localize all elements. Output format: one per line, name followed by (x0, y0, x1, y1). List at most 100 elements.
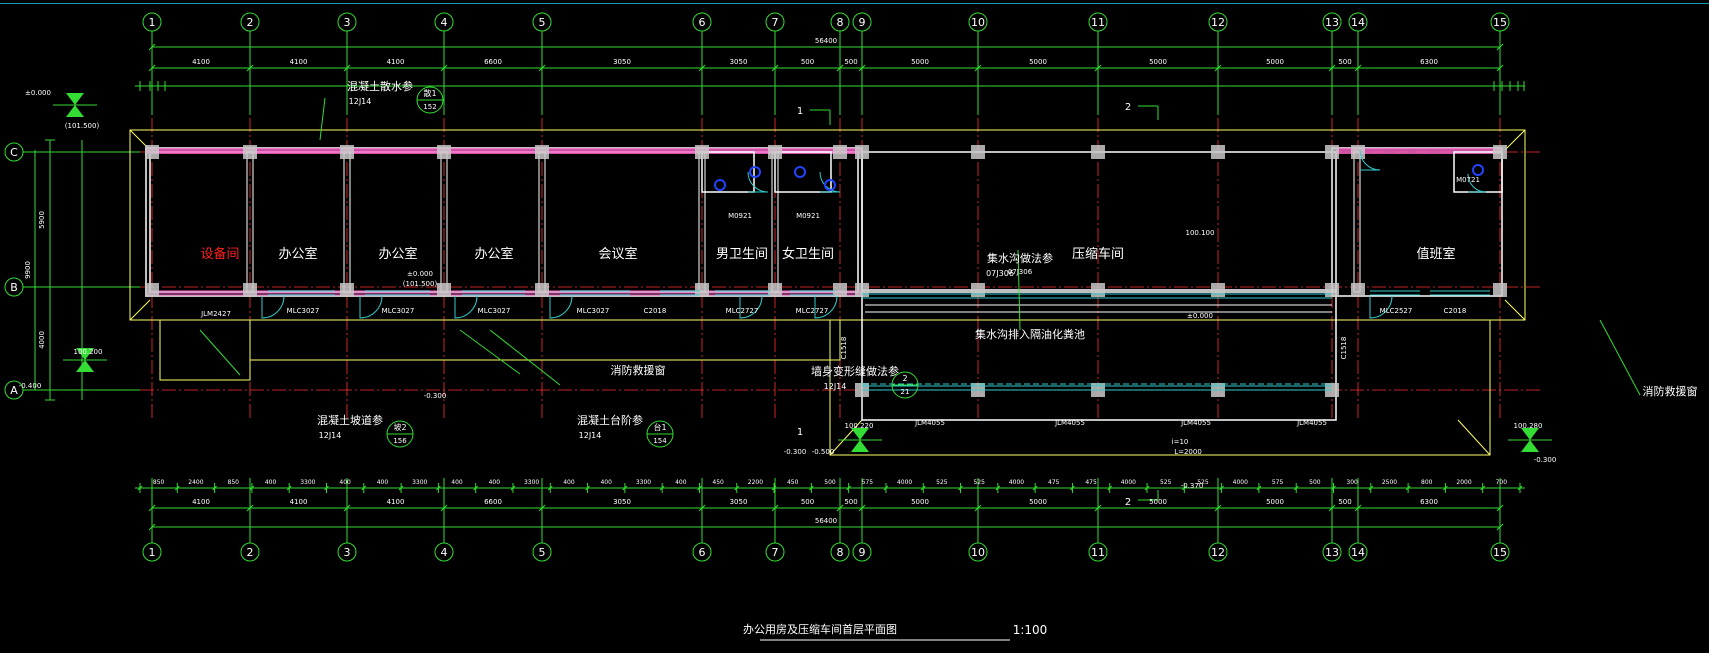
level-text: (101.500) (403, 280, 438, 288)
dim-slash (547, 485, 553, 491)
axis-label-15: 15 (1493, 546, 1507, 559)
structural-column (145, 145, 159, 159)
dim-slash (1219, 485, 1224, 491)
dim-slash (1517, 485, 1523, 491)
section-marker: 2 (1125, 497, 1131, 508)
dim-text: 3300 (524, 479, 539, 486)
dim-slash (1107, 485, 1113, 491)
dim-text: 575 (1272, 479, 1284, 486)
leader-line (489, 329, 561, 386)
room-label: 会议室 (598, 246, 637, 262)
dim-text: 5000 (1266, 58, 1284, 66)
opening-label: M0921 (796, 212, 820, 220)
level-text: -0.300 (424, 392, 447, 400)
detail-index: 坡2 (393, 422, 406, 432)
level-text: i=10 (1172, 438, 1189, 446)
opening-label: JLM4055 (1180, 419, 1211, 427)
leader-line (199, 329, 241, 376)
dim-slash (697, 485, 702, 491)
axis-label-1: 1 (149, 16, 156, 29)
level-text: L=2000 (1174, 448, 1202, 456)
axis-label-13: 13 (1325, 16, 1339, 29)
opening-label: MLC3027 (287, 307, 320, 315)
axis-label-9: 9 (859, 546, 866, 559)
dim-slash (734, 485, 740, 491)
room-label: 女卫生间 (782, 246, 834, 262)
wall-fill-top-right (1336, 148, 1502, 154)
dim-slash (473, 485, 479, 491)
dim-slash (398, 485, 404, 491)
sanitary-fixture-icon (1472, 164, 1484, 176)
dim-text: 5000 (1149, 498, 1167, 506)
workshop-canopy-walls (861, 289, 1337, 421)
annotation-ref: 07J306 (986, 269, 1014, 278)
dim-slash (324, 485, 329, 491)
dim-slash (361, 485, 367, 491)
dim-slash (1144, 485, 1150, 491)
apron-corner (1504, 129, 1526, 151)
dim-text: 3300 (300, 479, 315, 486)
structural-column (145, 283, 159, 297)
level-text: -0.370 (1181, 482, 1204, 490)
door-swing (549, 295, 573, 319)
structural-column (855, 283, 869, 297)
structural-column (768, 145, 782, 159)
level-triangle (66, 105, 84, 117)
dim-text: 400 (265, 479, 277, 486)
level-triangle (76, 360, 94, 372)
dim-text: 3050 (613, 498, 631, 506)
axis-label-4: 4 (441, 16, 448, 29)
annotation-text: 墙身变形缝做法参 (811, 364, 899, 378)
door-swing (747, 171, 769, 193)
level-text: -0.300 (1534, 456, 1557, 464)
structural-column (1493, 145, 1507, 159)
dim-text: 475 (1048, 479, 1060, 486)
structural-column (1091, 283, 1105, 297)
level-text: 100.200 (74, 348, 103, 356)
dim-slash (1256, 485, 1262, 491)
axis-label-8: 8 (837, 546, 844, 559)
dim-text: 3050 (730, 498, 748, 506)
room-label: 设备间 (200, 246, 239, 262)
dim-text: 2500 (1382, 479, 1397, 486)
dim-text: 450 (712, 479, 724, 486)
detail-index: 台1 (653, 422, 666, 432)
annotation-ref: 12J14 (824, 382, 847, 391)
structural-column (1493, 283, 1507, 297)
axis-label-C: C (10, 146, 18, 159)
dim-slash (1070, 485, 1075, 491)
dim-slash (1368, 485, 1374, 491)
door-swing (739, 295, 763, 319)
door-swing (261, 295, 285, 319)
axis-label-2: 2 (247, 546, 254, 559)
structural-column (833, 283, 847, 297)
axis-label-15: 15 (1493, 16, 1507, 29)
annotation-text: 集水沟做法参 (987, 251, 1053, 265)
dim-text: 4100 (387, 498, 405, 506)
level-mark (851, 428, 869, 440)
dim-text: 4100 (290, 58, 308, 66)
structural-column (1351, 283, 1365, 297)
section-marker: 1 (797, 427, 803, 438)
dim-text: 525 (1197, 479, 1209, 486)
structural-column (1211, 145, 1225, 159)
dim-text: 4000 (1009, 479, 1024, 486)
dim-text: 4000 (38, 331, 46, 349)
level-text: 100.280 (1514, 422, 1543, 430)
dim-text: 6300 (1420, 498, 1438, 506)
opening-label: MLC2727 (796, 307, 829, 315)
dim-text: 450 (787, 479, 799, 486)
door-swing (1359, 149, 1381, 171)
opening-label: C1518 (1340, 337, 1348, 360)
annotation-text: 消防救援窗 (1643, 384, 1698, 398)
apron-corner (1504, 299, 1526, 321)
dim-text: 5000 (1266, 498, 1284, 506)
dim-text: 56400 (815, 517, 837, 525)
axis-label-10: 10 (971, 16, 985, 29)
dim-text: 575 (862, 479, 874, 486)
dim-text: 525 (936, 479, 948, 486)
dim-slash (1443, 485, 1448, 491)
room-label: 办公室 (278, 246, 317, 262)
dim-text: 400 (489, 479, 501, 486)
opening-label: MLC2727 (726, 307, 759, 315)
